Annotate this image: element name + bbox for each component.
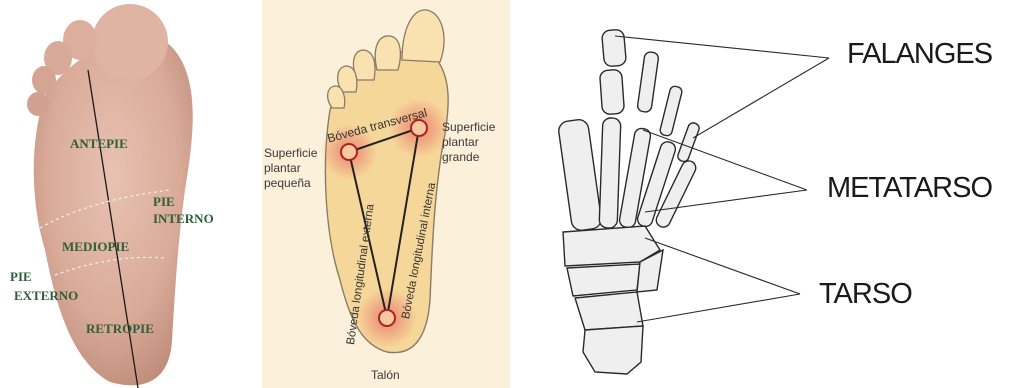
phalanx-3: [659, 85, 683, 136]
foot-arches-illustration: [262, 0, 510, 388]
small-surface-point: [341, 144, 357, 160]
foot-zones-panel: ANTEPIE PIE INTERNO MEDIOPIE PIE EXTERNO…: [0, 0, 245, 388]
foot-bones-panel: FALANGES METATARSO TARSO: [545, 0, 1036, 388]
tarsal-navicular: [567, 264, 640, 296]
big-toe: [92, 4, 168, 80]
phalanges-label: FALANGES: [847, 40, 992, 69]
tarsus-leader-1: [645, 238, 800, 294]
metatarsal-2: [599, 118, 621, 229]
foot-arches-panel: Bóveda transversal Superficie plantar pe…: [262, 0, 510, 388]
tarsal-calcaneus: [583, 326, 643, 374]
heel-label: Talón: [371, 368, 400, 383]
phalanx-1-distal: [601, 29, 626, 67]
toe-4: [32, 66, 56, 94]
toe-5: [27, 92, 49, 116]
phalanx-2: [637, 51, 659, 112]
metatarsal-1: [557, 118, 602, 231]
tarsus-label: TARSO: [819, 280, 912, 309]
inner-foot-label-line1: PIE: [153, 195, 175, 208]
phalanges-leader-2: [693, 58, 829, 138]
rearfoot-label: RETROPIE: [86, 322, 154, 335]
metatarsus-label: METATARSO: [827, 174, 992, 203]
arch-toe-5: [328, 86, 345, 108]
large-surface-label: Superficie plantar grande: [442, 120, 495, 165]
outer-foot-label-line2: EXTERNO: [14, 289, 78, 302]
small-surface-label: Superficie plantar pequeña: [264, 146, 317, 191]
forefoot-label: ANTEPIE: [70, 137, 128, 150]
phalanx-1-proximal: [599, 69, 624, 114]
arch-toe-2: [375, 36, 400, 70]
outer-foot-label-line1: PIE: [10, 270, 32, 283]
arch-big-toe: [402, 10, 444, 62]
midfoot-label: MEDIOPIE: [62, 240, 129, 253]
inner-foot-label-line2: INTERNO: [153, 212, 214, 225]
arch-toe-3: [353, 50, 375, 80]
tarsus-leader-2: [637, 294, 800, 322]
heel-point: [379, 310, 395, 326]
tarsal-talus: [575, 292, 643, 330]
phalanx-4: [676, 121, 700, 162]
